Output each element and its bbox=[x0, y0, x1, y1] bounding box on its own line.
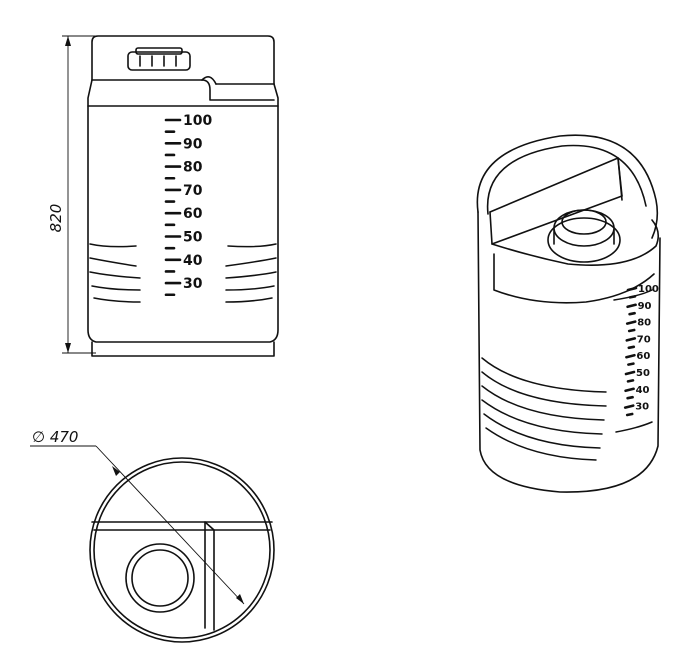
iso-scale-label: 50 bbox=[636, 368, 650, 379]
height-label: 820 bbox=[47, 204, 65, 233]
top-view: ∅ 470 bbox=[30, 428, 275, 643]
scale-label: 50 bbox=[183, 230, 203, 246]
iso-scale-label: 90 bbox=[638, 301, 652, 312]
scale-label: 40 bbox=[183, 253, 203, 269]
iso-scale-tick bbox=[625, 353, 636, 359]
iso-scale-label: 80 bbox=[637, 318, 651, 329]
iso-scale-label: 70 bbox=[637, 334, 651, 345]
iso-level-scale: 100 90 80 70 60 50 40 30 bbox=[623, 284, 659, 417]
iso-scale-tick bbox=[623, 404, 635, 409]
iso-body bbox=[477, 211, 661, 493]
iso-scale-minor-tick bbox=[625, 412, 634, 417]
scale-label: 100 bbox=[183, 113, 212, 129]
iso-scale-tick bbox=[626, 303, 637, 309]
iso-scale-label: 60 bbox=[636, 351, 650, 362]
scale-label: 70 bbox=[183, 183, 203, 199]
iso-scale-minor-tick bbox=[628, 295, 637, 299]
height-dimension: 820 bbox=[47, 35, 96, 354]
iso-scale-tick bbox=[626, 286, 638, 292]
iso-cap bbox=[547, 209, 621, 263]
iso-scale-tick bbox=[624, 387, 635, 393]
cap-top bbox=[125, 543, 195, 613]
iso-scale-tick bbox=[625, 337, 637, 342]
scale-label: 60 bbox=[183, 206, 203, 222]
diameter-label: ∅ 470 bbox=[32, 428, 78, 446]
front-view: 820 bbox=[47, 35, 279, 357]
iso-scale-tick bbox=[624, 370, 636, 376]
scale-label: 80 bbox=[183, 160, 203, 176]
iso-scale-minor-tick bbox=[626, 395, 634, 400]
iso-scale-label: 100 bbox=[638, 284, 659, 295]
ribs-left bbox=[89, 243, 141, 303]
iso-scale-minor-tick bbox=[628, 311, 636, 316]
iso-scale-label: 30 bbox=[635, 402, 649, 413]
ribs-right bbox=[225, 243, 277, 303]
level-scale: 100 90 80 70 60 50 40 30 bbox=[164, 113, 212, 297]
iso-ribs bbox=[481, 289, 653, 461]
iso-scale-label: 40 bbox=[636, 385, 650, 396]
iso-scale-minor-tick bbox=[627, 345, 636, 350]
iso-scale-tick bbox=[625, 320, 637, 325]
diameter-dimension: ∅ 470 bbox=[30, 428, 245, 605]
iso-scale-minor-tick bbox=[627, 362, 635, 366]
iso-scale-minor-tick bbox=[627, 328, 636, 333]
cap bbox=[127, 47, 191, 71]
tank-body bbox=[87, 79, 279, 343]
isometric-view: 100 90 80 70 60 50 40 30 bbox=[476, 134, 661, 493]
iso-scale-minor-tick bbox=[626, 379, 635, 383]
scale-label: 30 bbox=[183, 276, 203, 292]
top-shoulder bbox=[91, 35, 275, 85]
scale-label: 90 bbox=[183, 136, 203, 152]
